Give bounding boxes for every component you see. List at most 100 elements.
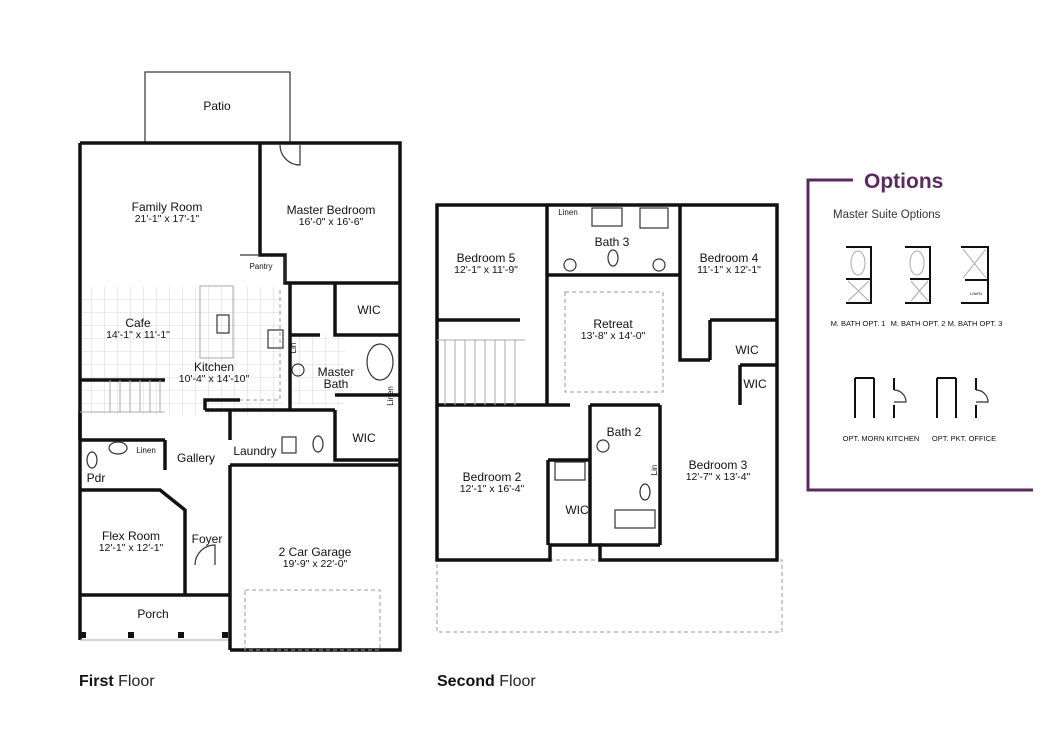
option-m-bath-2: M. BATH OPT. 2 [891,246,946,328]
room-dims-retreat: 13'-8" x 14'-0" [581,330,646,342]
room-label-master-bath-2: Bath [324,377,349,391]
first-floor-interior-walls [78,378,400,650]
room-name-bedroom-3: Bedroom 3 [689,458,748,472]
powder-sink-icon [108,441,128,455]
options-subtitle: Master Suite Options [833,209,941,221]
bathtub-icon [909,250,925,276]
tile-floor-cafe-kitchen [82,287,282,415]
room-name-garage: 2 Car Garage [279,545,352,559]
first-floor-plan: Patio Family Room 21'-1" x 17'-1" Master… [78,71,402,690]
option-morn-kitchen: OPT. MORN KITCHEN [843,377,920,443]
room-label-wic-s2: WIC [743,377,767,391]
room-label-linen: Linen [136,446,156,455]
room-label-wic-s1: WIC [735,343,759,357]
bath3-shower-icon [639,207,669,229]
bath3-sink-icon [563,258,577,272]
bath2-sink-icon [596,439,610,453]
shower-icon [847,280,870,302]
room-label-patio: Patio [203,99,231,113]
shower-icon [910,280,929,302]
room-dims-flex-room: 12'-1" x 12'-1" [99,542,164,554]
option-caption: OPT. PKT. OFFICE [932,434,996,443]
room-dims-bedroom-4: 11'-1" x 12'-1" [697,264,761,276]
first-floor-title: First Floor [79,673,155,690]
room-name-family-room: Family Room [132,200,203,214]
room-label-bath-3: Bath 3 [595,235,630,249]
shower-icon [962,248,987,279]
laundry-sink-icon [281,436,297,454]
toilet-icon [312,435,324,453]
room-label-linen-2: Linen [558,208,578,217]
stairs-2 [437,339,525,405]
roof-below-outline [436,559,783,633]
room-dims-bedroom-5: 12'-1" x 11'-9" [454,264,518,276]
stairs [80,380,165,413]
room-name-retreat: Retreat [593,317,633,331]
options-bracket [806,178,1033,492]
room-label-lin: Lin [289,343,298,354]
room-label-foyer: Foyer [192,532,223,546]
room-label-bath-2: Bath 2 [607,425,642,439]
retreat-ceiling-outline [564,291,664,393]
cooktop-icon [267,329,284,349]
bathtub-icon [850,250,866,276]
room-dims-bedroom-2: 12'-1" x 16'-4" [460,483,525,495]
room-name-flex-room: Flex Room [102,529,160,543]
option-caption: M. BATH OPT. 3 [948,319,1003,328]
bath3-tub-icon [591,207,623,227]
room-name-bedroom-5: Bedroom 5 [457,251,516,265]
room-name-cafe: Cafe [125,316,151,330]
room-label-laundry: Laundry [233,444,276,458]
option-caption: M. BATH OPT. 1 [831,319,886,328]
bath3-sink-icon-2 [652,258,666,272]
room-name-bedroom-2: Bedroom 2 [463,470,522,484]
room-dims-bedroom-3: 12'-7" x 13'-4" [686,471,751,483]
second-floor-title: Second Floor [437,673,536,690]
options-title: Options [864,170,943,193]
door-icon [975,389,989,403]
bathtub-icon [366,343,394,381]
door-icon [893,389,907,403]
bath2-shower-icon [554,461,586,481]
patio-door [279,144,301,166]
room-label-wic-2: WIC [352,431,376,445]
option-caption: OPT. MORN KITCHEN [843,434,920,443]
front-door [194,544,216,566]
room-name-master-bedroom: Master Bedroom [287,203,376,217]
room-dims-garage: 19'-9" x 22'-0" [283,558,348,570]
powder-toilet-icon [86,451,98,469]
porch-columns [80,632,228,638]
room-name-kitchen: Kitchen [194,360,234,374]
room-label-master-bath-1: Master [318,365,355,379]
pantry-wall [240,254,286,283]
second-floor-interior-walls [437,205,777,547]
room-dims-cafe: 14'-1" x 11'-1" [106,329,170,341]
master-suite-walls [288,283,400,462]
room-label-linen-mb: Linen [386,386,395,406]
room-label-pdr: Pdr [87,471,106,485]
bath2-tub-icon [614,509,656,529]
option-m-bath-1: M. BATH OPT. 1 [831,246,886,328]
room-dims-family-room: 21'-1" x 17'-1" [135,213,200,225]
bath2-toilet-icon [639,483,651,501]
room-label-gallery: Gallery [177,451,215,465]
room-dims-master-bedroom: 16'-0" x 16'-6" [299,216,364,228]
room-label-wic: WIC [357,303,381,317]
room-label-porch: Porch [137,607,168,621]
room-name-bedroom-4: Bedroom 4 [700,251,759,265]
room-label-lin-2: Lin [650,465,659,476]
kitchen-sink-icon [216,314,230,334]
room-label-pantry: Pantry [249,262,272,271]
sink-icon [291,363,305,377]
bath3-toilet-icon [607,249,619,267]
option-pkt-office: OPT. PKT. OFFICE [932,377,996,443]
second-floor-plan: Linen Bath 3 Bedroom 5 12'-1" x 11'-9" B… [435,203,783,690]
room-dims-kitchen: 10'-4" x 14'-10" [179,373,250,385]
option-m-bath-3: LINEN M. BATH OPT. 3 [948,246,1003,328]
option-caption: M. BATH OPT. 2 [891,319,946,328]
garage-door [244,589,381,651]
room-label-wic-s3: WIC [565,503,589,517]
kitchen-island [199,285,234,359]
linen-label-small: LINEN [970,291,982,296]
